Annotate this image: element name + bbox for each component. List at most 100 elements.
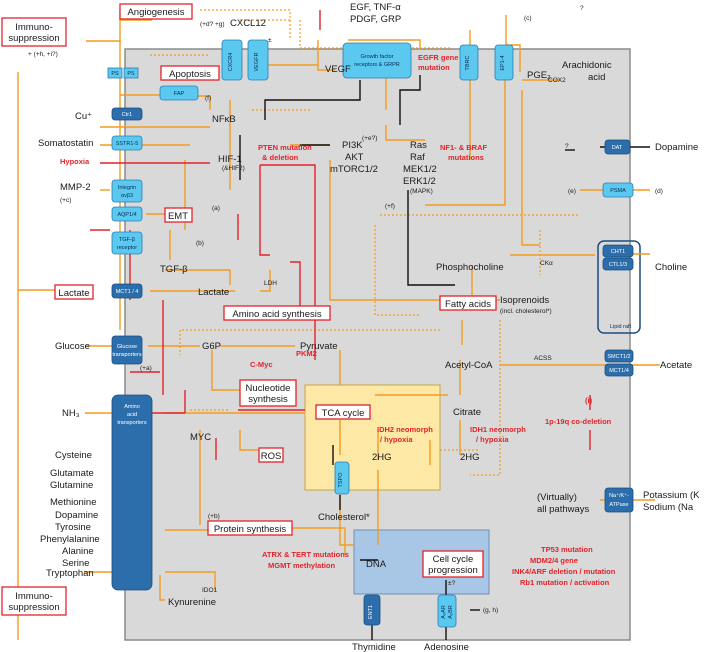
nucleotide-text-2: synthesis xyxy=(248,394,288,405)
ep4-receptor xyxy=(494,44,514,81)
ent-label: ENT1 xyxy=(368,605,374,619)
immuno-bottom-text-2: suppression xyxy=(8,602,59,613)
fatty-acids-box xyxy=(439,295,497,311)
immuno-top-text-2: suppression xyxy=(8,33,59,44)
integrin-label-2: αvβ3 xyxy=(121,193,133,199)
2hg-a-label: 2HG xyxy=(372,452,392,463)
tca-text: TCA cycle xyxy=(322,408,365,419)
virtually-label: (Virtually) xyxy=(537,492,577,503)
pten-label: PTEN mutation xyxy=(258,143,312,152)
vegf-label: VEGF xyxy=(325,64,351,75)
tspo-protein xyxy=(334,461,350,495)
angiogenesis-box xyxy=(119,3,193,20)
growth-factor-receptor xyxy=(342,42,412,79)
pi3k-label: PI3K xyxy=(342,140,363,151)
cu-label: Cu⁺ xyxy=(75,111,92,122)
ref-gh: (g, h) xyxy=(483,607,498,614)
tca-cycle-box xyxy=(315,404,371,420)
aat-label-3: transporters xyxy=(117,420,147,426)
idh1-label: IDH1 neomorph xyxy=(470,425,526,434)
question-mark-dat: ? xyxy=(565,143,569,150)
kynurenine-label: Kynurenine xyxy=(168,597,216,608)
dat-label: DAT xyxy=(612,145,623,151)
glutamine-label: Glutamine xyxy=(50,480,93,491)
cholesterol-label: Cholesterol* xyxy=(318,512,370,523)
pten-label-2: & deletion xyxy=(262,153,299,162)
question-mark-top: ? xyxy=(580,5,584,12)
nak-atpase xyxy=(604,487,634,513)
emt-box xyxy=(164,207,193,223)
outcome-boxes: Angiogenesis Immuno- suppression Apoptos… xyxy=(1,3,497,616)
ps-marker-1 xyxy=(107,67,123,79)
ref-e: (e) xyxy=(568,188,576,195)
phenylalanine-label: Phenylalanine xyxy=(40,534,100,545)
cxcr4-label: CXCR4 xyxy=(228,53,234,72)
glucose-label: Glucose xyxy=(55,341,90,352)
dopamine-left-label: Dopamine xyxy=(55,510,98,521)
ros-box xyxy=(258,447,284,463)
integrin-label: Integrin xyxy=(118,185,136,191)
ps-label-1: PS xyxy=(111,71,119,77)
ref-plus-d: (+d? +g) xyxy=(200,21,225,28)
tgfr-label-2: receptor xyxy=(117,245,137,251)
red-pathways xyxy=(90,10,321,460)
phosphocholine-label: Phosphocholine xyxy=(436,262,504,273)
acss-label: ACSS xyxy=(534,355,552,362)
idh2-label-2: / hypoxia xyxy=(380,435,413,444)
mapk-label: (MAPK) xyxy=(410,188,433,195)
mdm2-label: MDM2/4 gene xyxy=(530,556,578,565)
dashed-pathways xyxy=(150,19,580,476)
ref-plus-a: (+a) xyxy=(140,365,152,372)
gfr-label: Growth factor xyxy=(360,54,393,60)
smct-transporter xyxy=(604,349,634,363)
tyrosine-label: Tyrosine xyxy=(55,522,91,533)
ldh-label: LDH xyxy=(264,280,277,287)
arachidonic-label-2: acid xyxy=(588,72,605,83)
mct-right-label: MCT1/4 xyxy=(609,368,629,374)
tryptophan-label: Tryptophan xyxy=(46,568,94,579)
ent1-transporter xyxy=(363,594,381,626)
cell-cycle-text: Cell cycle xyxy=(433,554,474,565)
egf-label: EGF, TNF-α xyxy=(350,2,401,13)
methionine-label: Methionine xyxy=(50,497,96,508)
immuno-top-text: Immuno- xyxy=(15,22,52,33)
fap-protein xyxy=(159,85,199,101)
tgf-receptor xyxy=(111,231,143,255)
idh2-label: IDH2 neomorph xyxy=(377,425,433,434)
tca-compartment xyxy=(304,384,441,491)
p19q-label: 1p-19q co-deletion xyxy=(545,417,612,426)
hypoxia-label: Hypoxia xyxy=(60,157,90,166)
ref-f: (f) xyxy=(205,95,211,102)
arachidonic-label: Arachidonic xyxy=(562,60,612,71)
somatostatin-label: Somatostatin xyxy=(38,138,93,149)
all-pathways-label: all pathways xyxy=(537,504,590,515)
lactate-inner-label: Lactate xyxy=(198,287,229,298)
gfr-label-2: receptors & GRPR xyxy=(354,62,400,68)
mct-right-transporter xyxy=(604,363,634,377)
emt-text: EMT xyxy=(168,211,188,222)
cox2-label: COX2 xyxy=(548,77,566,84)
glucose-transporter xyxy=(111,335,143,365)
plus-minus: ± xyxy=(268,37,272,44)
acetylcoa-label: Acetyl-CoA xyxy=(445,360,493,371)
idh1-label-2: / hypoxia xyxy=(476,435,509,444)
psma-label: PSMA xyxy=(610,188,626,194)
aqp-channel xyxy=(111,206,143,222)
cell-cycle-text-2: progression xyxy=(428,565,478,576)
myc-label: MYC xyxy=(190,432,211,443)
immuno-bottom-text: Immuno- xyxy=(15,591,52,602)
plus-minus-q: ±? xyxy=(448,580,456,587)
cmyc-label: C-Myc xyxy=(250,360,273,369)
mmp2-label: MMP-2 xyxy=(60,182,91,193)
cxcr4-receptor xyxy=(221,39,243,81)
ctr1-label: Ctr1 xyxy=(122,112,132,118)
egfr-label-2: mutation xyxy=(418,63,450,72)
vegfr-receptor xyxy=(247,39,269,81)
acetate-label: Acetate xyxy=(660,360,692,371)
aat-label-2: acid xyxy=(127,412,137,418)
tbrc-label: TBRC xyxy=(465,55,471,70)
ctr1-transporter xyxy=(111,107,143,121)
erk-label: ERK1/2 xyxy=(403,176,436,187)
pge2-label: PGE₂ xyxy=(527,70,551,81)
